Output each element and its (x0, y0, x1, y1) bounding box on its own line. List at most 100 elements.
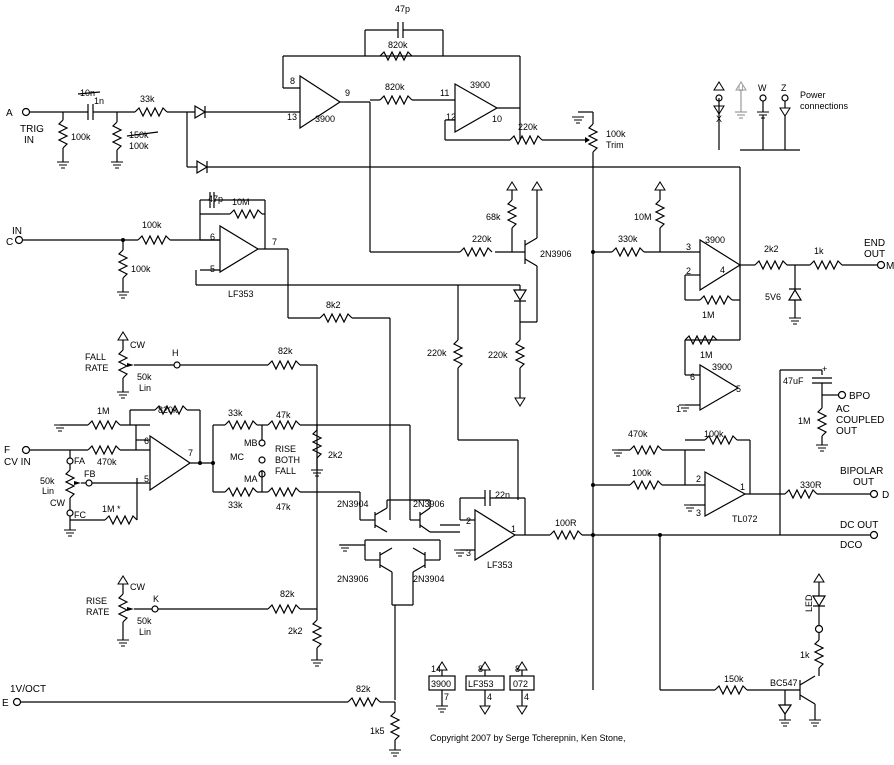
mid-220k (452, 285, 519, 500)
res-470k-f: 470k (97, 457, 117, 467)
pin-1b: 1 (740, 482, 745, 492)
res-820k-fb: 820k (388, 40, 408, 50)
point-ma: MA (244, 474, 258, 484)
jack-dco[interactable] (869, 530, 879, 540)
res-47k-mb: 47k (276, 410, 291, 420)
end-out-label: OUT (864, 249, 885, 260)
pin-5f: 5 (144, 474, 149, 484)
pin-3b: 3 (696, 508, 701, 518)
q-2n3906-top: 2N3906 (540, 249, 572, 259)
output-d-letter: D (882, 490, 889, 501)
ic2-bot-pin: 4 (487, 692, 492, 702)
opamp-3900-c-label: 3900 (705, 235, 725, 245)
ic3-name: 072 (513, 679, 528, 689)
pin-1m: 1 (511, 524, 516, 534)
pin-6c: 6 (210, 232, 215, 242)
top-feedback (364, 22, 444, 62)
labels: A TRIG IN C IN F CV IN E 1V/OCT END OUT … (2, 4, 894, 743)
cap-47p-top: 47p (395, 4, 410, 14)
power-z: Z (781, 83, 787, 93)
jack-bpo[interactable] (837, 390, 847, 400)
input-f-letter: F (4, 445, 10, 456)
jack-c[interactable] (14, 235, 24, 245)
pin-6f: 6 (144, 436, 149, 446)
q-2n3904-l: 2N3904 (337, 499, 369, 509)
trig-label: TRIG (20, 124, 44, 135)
ic2-top-pin: 8 (478, 664, 483, 674)
fall-lin: Lin (139, 383, 151, 393)
right-opamps (591, 181, 886, 412)
fall-cw: CW (130, 340, 145, 350)
opamp-3900-d-label: 3900 (712, 362, 732, 372)
output-m-letter: M (886, 261, 894, 272)
jack-a[interactable] (21, 107, 31, 117)
q-bc547: BC547 (770, 678, 798, 688)
res-1m-star: 1M * (102, 504, 121, 514)
trim-label: Trim (606, 140, 624, 150)
cv-in-label: CV IN (4, 457, 31, 468)
dc-out-label: DC OUT (840, 520, 878, 531)
jack-m[interactable] (876, 260, 886, 270)
trig-in-label: IN (24, 135, 34, 146)
pin-3m: 3 (466, 548, 471, 558)
mode-fall: FALL (275, 466, 296, 476)
led-label: LED (804, 594, 814, 612)
res-33k-ma: 33k (228, 500, 243, 510)
lf353-a-label: LF353 (228, 289, 254, 299)
ac-out-label: OUT (836, 426, 857, 437)
res-1m-f: 1M (97, 406, 110, 416)
ic-boxes (428, 661, 535, 715)
ac-label: AC (836, 404, 850, 415)
pin-10: 10 (492, 114, 502, 124)
rise-cw: CW (130, 582, 145, 592)
res-10m-b: 10M (634, 212, 652, 222)
point-h: H (172, 348, 179, 358)
pin-5c: 5 (210, 264, 215, 274)
c-section (14, 192, 520, 520)
cap-1n: 1n (94, 96, 104, 106)
pin-13: 13 (287, 112, 297, 122)
tl072-section (591, 434, 879, 518)
point-fa: FA (74, 456, 85, 466)
power-legend (713, 81, 800, 151)
res-820k-in: 820k (385, 82, 405, 92)
coupled-label: COUPLED (836, 415, 884, 426)
power-connections: connections (800, 101, 849, 111)
zener-5v6: 5V6 (765, 292, 781, 302)
rise-pot-value: 50k (137, 616, 152, 626)
res-8k2: 8k2 (326, 300, 341, 310)
led-driver (659, 535, 827, 727)
lf353-out (453, 490, 879, 562)
res-1k5: 1k5 (370, 726, 385, 736)
rise-lin: Lin (139, 627, 151, 637)
res-820k-f: 820k (158, 405, 178, 415)
res-150k-led: 150k (724, 674, 744, 684)
res-10m-c: 10M (232, 197, 250, 207)
res-33k-trig: 33k (140, 94, 155, 104)
cv-lin: Lin (42, 486, 54, 496)
jack-d[interactable] (869, 489, 879, 499)
pin-7c: 7 (272, 237, 277, 247)
point-fb: FB (84, 469, 96, 479)
pin-12: 12 (446, 112, 456, 122)
pin-11: 11 (440, 88, 449, 98)
copyright: Copyright 2007 by Serge Tcherepnin, Ken … (430, 733, 625, 743)
pin-8: 8 (290, 76, 295, 86)
res-33k-mb: 33k (228, 408, 243, 418)
opamp-3900-a (282, 55, 520, 253)
res-220k-trim: 220k (518, 122, 538, 132)
dco-label: DCO (840, 540, 862, 551)
jack-e[interactable] (12, 697, 22, 707)
bipolar-label: BIPOLAR (840, 466, 883, 477)
trim-pot (571, 111, 599, 690)
cap-47p-c: 47p (208, 194, 223, 204)
pin-2b: 2 (696, 474, 701, 484)
ic1-bot-pin: 7 (444, 692, 449, 702)
point-mc: MC (230, 452, 244, 462)
pin-9: 9 (345, 88, 350, 98)
jack-f[interactable] (21, 445, 31, 455)
cv-section (21, 404, 411, 537)
fall-label: FALL (85, 352, 106, 362)
res-82k-k: 82k (280, 589, 295, 599)
